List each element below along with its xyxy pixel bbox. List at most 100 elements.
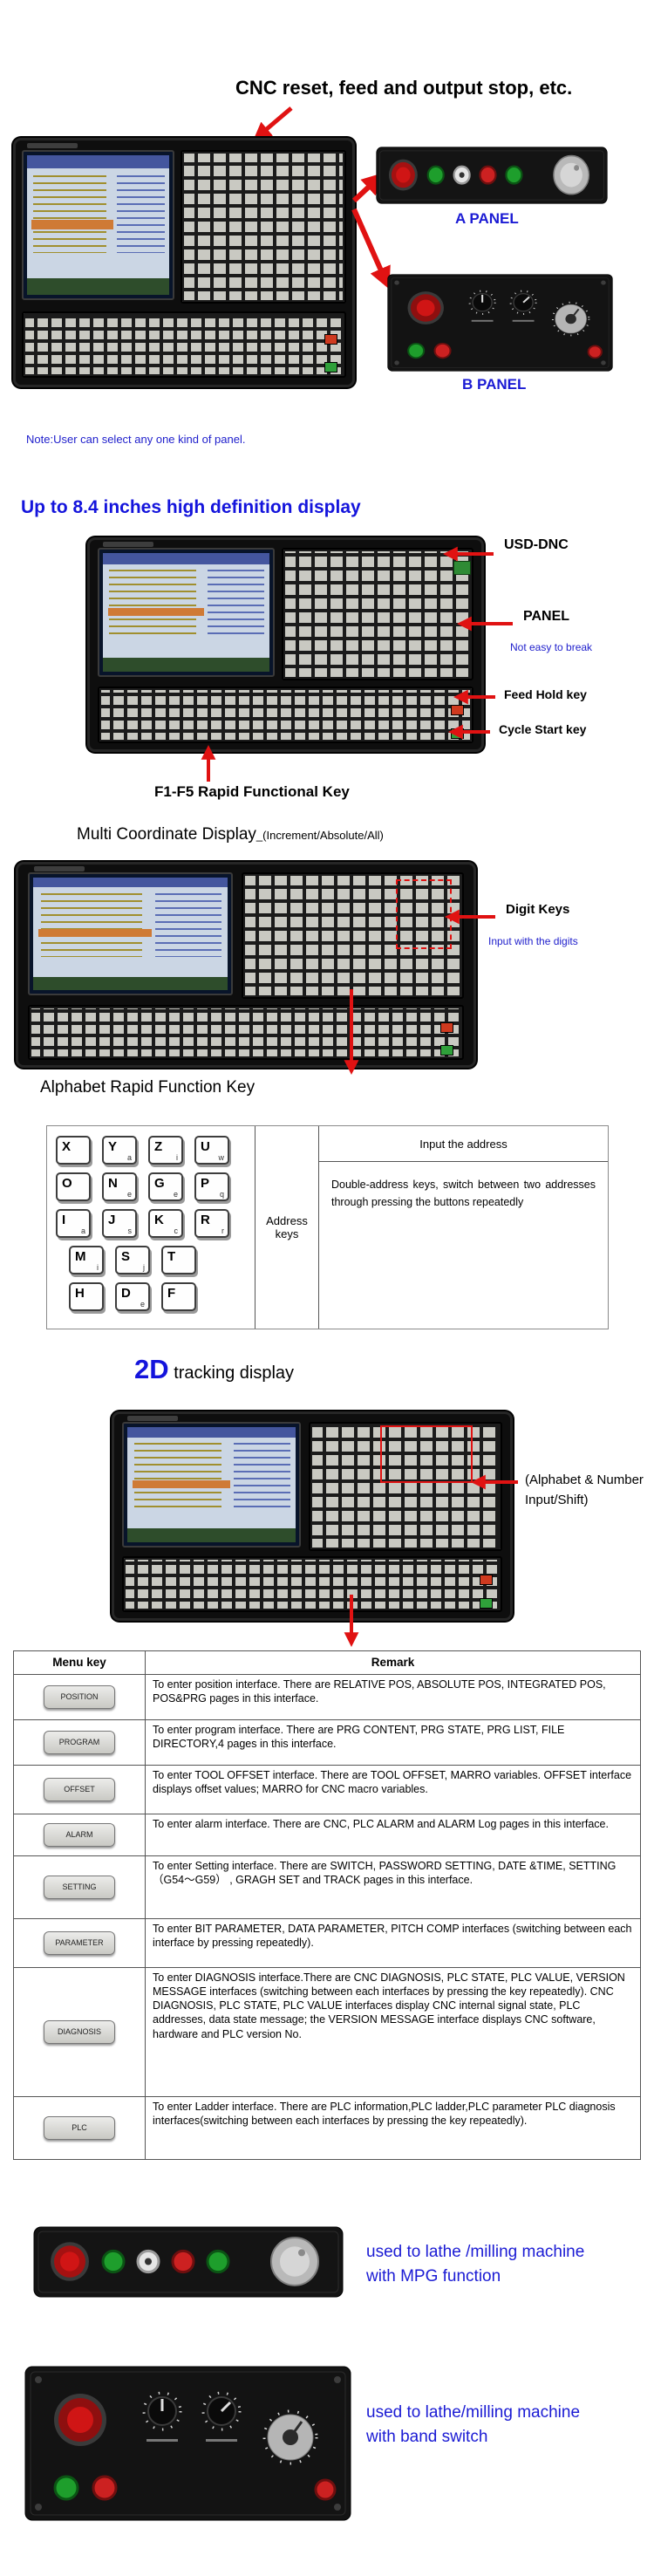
cnc-console-photo-3 [16, 862, 476, 1068]
menu-row-setting: SETTING To enter Setting interface. Ther… [13, 1855, 641, 1919]
console-upper [22, 150, 346, 304]
offset-key: OFFSET [44, 1777, 115, 1801]
mpg-panel-caption: used to lathe /milling machine with MPG … [366, 2240, 584, 2288]
cycle-start-button [439, 1044, 453, 1056]
feed-hold-button [480, 1575, 493, 1586]
section3-title: Multi Coordinate Display_(Increment/Abso… [77, 825, 384, 844]
key-main: X [62, 1139, 72, 1154]
alarm-key: ALARM [44, 1822, 115, 1847]
section5-title: 2D tracking display [134, 1354, 294, 1385]
address-input-cell: Input the address Double-address keys, s… [319, 1126, 608, 1329]
cnc-keyboard [97, 686, 474, 744]
feed-hold-button [324, 334, 338, 345]
b-panel-label: B PANEL [462, 376, 527, 393]
arrow-fkeys [201, 745, 216, 782]
menu-table-header: Menu key Remark [13, 1650, 641, 1675]
address-key-o: O [56, 1172, 91, 1201]
console-upper [27, 871, 465, 1000]
cnc-screen [22, 150, 174, 300]
key-main: J [108, 1213, 116, 1227]
key-main: Y [108, 1139, 118, 1154]
key-sub: j [143, 1263, 145, 1272]
key-sub: i [97, 1263, 99, 1272]
key-sub: i [176, 1153, 178, 1162]
band-caption-line-2: with band switch [366, 2427, 488, 2446]
mpg-caption-line-2: with MPG function [366, 2266, 501, 2286]
menu-row-diagnosis: DIAGNOSIS To enter DIAGNOSIS interface.T… [13, 1966, 641, 2097]
remark-column-header: Remark [145, 1650, 641, 1675]
caption-line-1: (Alphabet & Number [525, 1472, 644, 1487]
section5-title-2d: 2D [134, 1354, 169, 1384]
screen-footer-bar [102, 657, 269, 672]
alphabet-number-caption: (Alphabet & Number Input/Shift) [525, 1471, 644, 1510]
program-key: PROGRAM [44, 1730, 115, 1754]
band-switch-panel-photo [24, 2366, 351, 2521]
cnc-screen [121, 1422, 301, 1548]
program-remark: To enter program interface. There are PR… [145, 1718, 641, 1766]
key-sub: a [80, 1227, 85, 1235]
address-key-x: X [56, 1136, 91, 1165]
section3-title-suffix: _(Increment/Absolute/All) [255, 829, 384, 842]
screen-text-lines [133, 1443, 221, 1508]
mpg-caption-line-1: used to lathe /milling machine [366, 2243, 585, 2261]
arrow-to-b-panel [351, 208, 391, 290]
cycle-start-label: Cycle Start key [499, 722, 587, 736]
screen-header-bar [27, 155, 169, 168]
key-sub: c [174, 1227, 179, 1235]
section2-title: Up to 8.4 inches high definition display [21, 497, 361, 517]
input-address-header: Input the address [319, 1126, 608, 1162]
arrow-to-alphabet-section [344, 989, 359, 1075]
screen-text-lines [109, 570, 196, 637]
usb-dnc-label: USD-DNC [504, 537, 569, 552]
cnc-console-photo-4 [112, 1411, 513, 1621]
caption-line-2: Input/Shift) [525, 1492, 589, 1507]
cycle-start-button [324, 361, 338, 372]
arrow-to-a-panel [351, 172, 385, 203]
cnc-console-photo-1 [13, 138, 355, 387]
arrow-cycle-start [448, 724, 490, 740]
screen-text-lines-right [155, 892, 222, 957]
key-main: R [201, 1213, 210, 1227]
address-key-t: T [161, 1246, 196, 1274]
cnc-keypad [308, 1422, 503, 1551]
screen-text-lines [40, 892, 142, 957]
plc-key: PLC [44, 2115, 115, 2140]
plc-remark: To enter Ladder interface. There are PLC… [145, 2095, 641, 2160]
console-upper [97, 548, 474, 680]
key-main: H [75, 1286, 85, 1301]
section4-title: Alphabet Rapid Function Key [40, 1078, 255, 1097]
key-main: U [201, 1139, 210, 1154]
offset-remark: To enter TOOL OFFSET interface. There ar… [145, 1764, 641, 1814]
screen-text-lines-right [233, 1443, 291, 1508]
cnc-brand-strip [103, 541, 154, 547]
section3-title-main: Multi Coordinate Display [77, 825, 256, 844]
key-main: D [121, 1286, 131, 1301]
digit-keys-label: Digit Keys [506, 902, 570, 917]
cnc-screen [27, 871, 233, 996]
screen-footer-bar [27, 277, 169, 295]
feed-hold-button [451, 705, 465, 716]
arrow-to-menu-table [344, 1595, 359, 1647]
key-sub: a [126, 1153, 132, 1162]
key-sub: w [218, 1153, 225, 1162]
position-remark: To enter position interface. There are R… [145, 1673, 641, 1720]
arrow-digit-keys [445, 909, 495, 925]
address-key-h: H [69, 1282, 104, 1311]
cnc-brand-strip [34, 865, 85, 871]
b-panel-photo [387, 274, 613, 372]
cnc-brand-strip [127, 1415, 179, 1421]
feed-hold-label: Feed Hold key [504, 687, 587, 701]
setting-key: SETTING [44, 1875, 115, 1899]
arrow-alphabet-keys [471, 1474, 518, 1490]
